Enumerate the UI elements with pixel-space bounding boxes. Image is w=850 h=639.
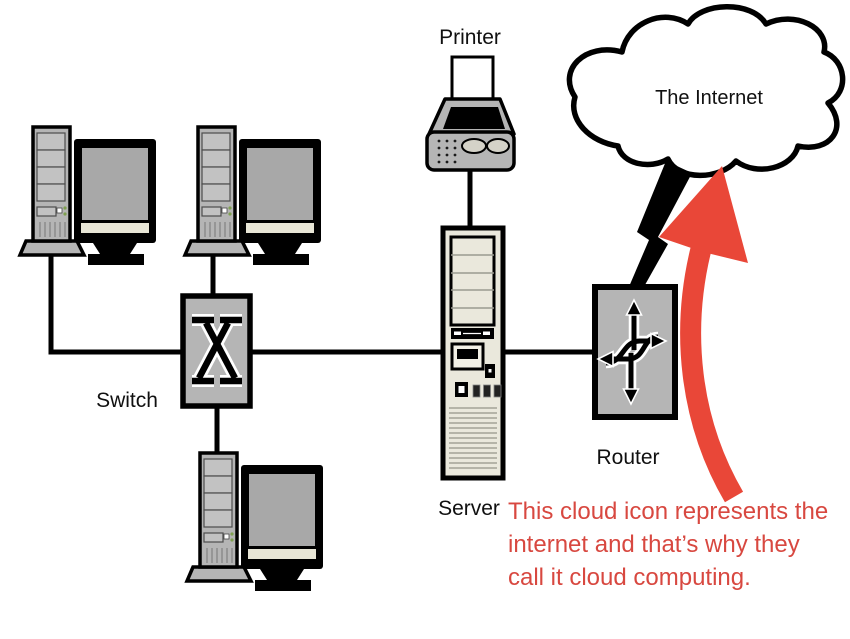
label-switch: Switch	[96, 389, 158, 412]
label-router: Router	[596, 446, 659, 469]
network-cables	[48, 162, 605, 460]
label-server: Server	[438, 497, 500, 520]
router-icon	[592, 284, 678, 420]
server-icon	[440, 225, 506, 481]
workstation-1-icon	[18, 125, 158, 267]
switch-icon	[180, 293, 253, 409]
red-arrow-annotation	[659, 166, 748, 503]
printer-icon	[425, 55, 516, 172]
annotation-line-1: This cloud icon represents the	[508, 498, 828, 525]
workstation-3-icon	[185, 451, 325, 593]
annotation-line-3: call it cloud computing.	[508, 564, 751, 591]
label-printer: Printer	[439, 26, 501, 49]
workstation-2-icon	[183, 125, 323, 267]
annotation-line-2: internet and that’s why they	[508, 531, 800, 558]
printer-dots	[437, 139, 457, 164]
cloud-computing-annotation: This cloud icon represents the internet …	[508, 498, 828, 591]
label-internet: The Internet	[655, 87, 763, 109]
lightning-bolt-icon	[628, 161, 692, 292]
cable-bus	[48, 250, 605, 355]
internet-cloud-icon	[566, 4, 846, 179]
